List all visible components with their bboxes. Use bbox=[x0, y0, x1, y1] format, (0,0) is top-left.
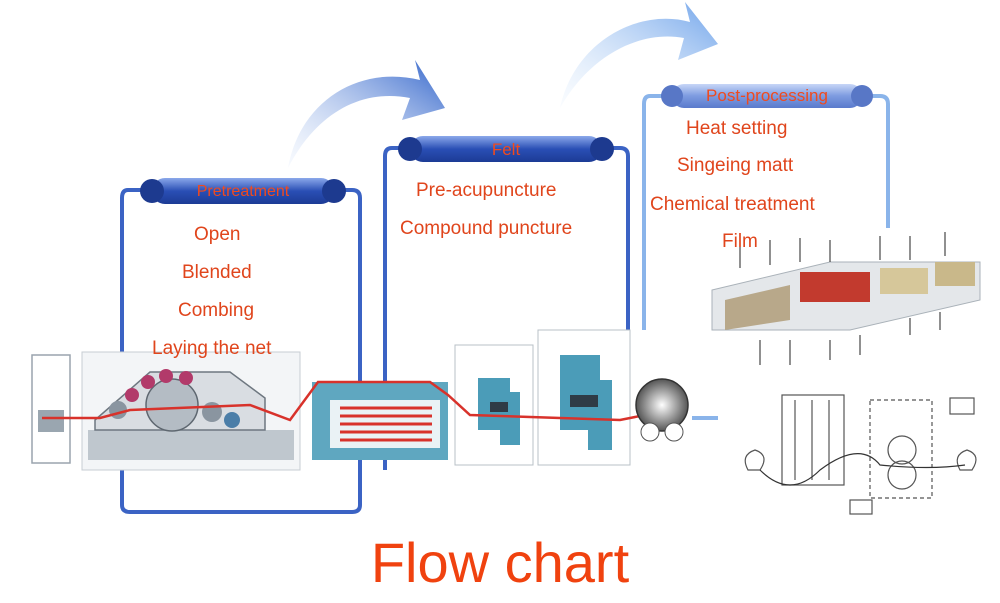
post-processing-item: Film bbox=[722, 231, 758, 252]
curved-arrow-2 bbox=[560, 2, 718, 108]
post-processing-label: Post-processing bbox=[706, 86, 828, 105]
pretreatment-item: Combing bbox=[178, 300, 255, 321]
post-processing-item: Singeing matt bbox=[677, 155, 794, 176]
pretreatment-item: Laying the net bbox=[152, 338, 272, 359]
pretreatment-pill bbox=[140, 178, 346, 204]
pretreatment-item: Open bbox=[194, 224, 241, 245]
schematic-drawing bbox=[732, 380, 997, 550]
pretreatment-frame bbox=[120, 188, 362, 514]
page-title: Flow chart bbox=[370, 531, 630, 594]
pretreatment-label: Pretreatment bbox=[196, 183, 290, 200]
machine-row bbox=[31, 329, 718, 471]
pretreatment-item: Blended bbox=[182, 262, 252, 283]
post-processing-machine bbox=[700, 228, 990, 378]
felt-label: Felt bbox=[491, 140, 521, 159]
felt-item: Pre-acupuncture bbox=[416, 180, 557, 201]
curved-arrow-1 bbox=[288, 60, 445, 168]
post-processing-item: Heat setting bbox=[686, 118, 788, 139]
post-processing-frame bbox=[642, 94, 890, 330]
felt-frame bbox=[383, 146, 630, 470]
felt-pill bbox=[398, 136, 614, 162]
post-processing-item: Chemical treatment bbox=[650, 194, 815, 215]
felt-item: Compound puncture bbox=[400, 218, 573, 239]
post-processing-pill bbox=[661, 84, 873, 108]
